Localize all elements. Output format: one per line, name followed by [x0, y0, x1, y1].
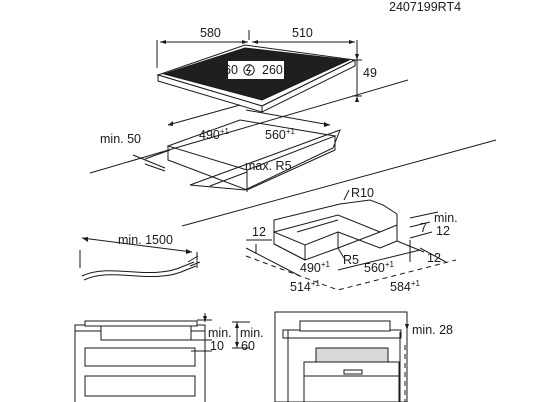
cable-length: min. 1500 — [118, 233, 173, 247]
reference-code: 2407199RT4 — [389, 0, 461, 14]
left-installation-section: min. 10 min. 60 — [74, 313, 264, 402]
hob-depth: 510 — [292, 26, 313, 40]
frame-height: 7 — [420, 221, 427, 235]
cutout-dimensions: 490+1 560+1 min. 50 max. R5 — [100, 104, 331, 187]
cable-right-dimension: 260 — [262, 63, 283, 77]
left-min-a-value: 10 — [210, 339, 224, 353]
right-min-clearance: min. 28 — [412, 323, 453, 337]
left-min-a-label: min. — [208, 326, 232, 340]
hob-drawing: 60 260 — [156, 44, 357, 113]
frame-outer-width: 514+1 — [290, 279, 321, 294]
cable-left-dimension: 60 — [224, 63, 238, 77]
frame-offset-b: 12 — [427, 251, 441, 265]
frame-section: R10 R5 min. 12 7 12 12 490+1 560+1 514+1… — [245, 186, 458, 294]
worktop-cutout — [89, 79, 497, 227]
frame-radius-inner: R5 — [343, 253, 359, 267]
frame-min-value: 12 — [436, 224, 450, 238]
frame-inner-width: 490+1 — [300, 260, 331, 275]
right-installation-section: min. 28 — [274, 311, 453, 402]
cutout-max-radius: max. R5 — [245, 159, 292, 173]
electric-symbol-icon — [245, 65, 252, 76]
cutout-depth: 560+1 — [265, 127, 296, 142]
hob-width: 580 — [200, 26, 221, 40]
frame-inner-depth: 560+1 — [364, 260, 395, 275]
frame-radius-top: R10 — [351, 186, 374, 200]
frame-min-label: min. — [434, 211, 458, 225]
hob-dimensions: 580 510 49 — [156, 26, 377, 102]
cable-drawing: min. 1500 — [79, 233, 201, 281]
hob-height: 49 — [363, 66, 377, 80]
frame-outer-depth: 584+1 — [390, 279, 421, 294]
cutout-width: 490+1 — [199, 127, 230, 142]
frame-offset-a: 12 — [252, 225, 266, 239]
cutout-min-side: min. 50 — [100, 132, 141, 146]
left-min-b-label: min. — [240, 326, 264, 340]
left-min-b-value: 60 — [241, 339, 255, 353]
